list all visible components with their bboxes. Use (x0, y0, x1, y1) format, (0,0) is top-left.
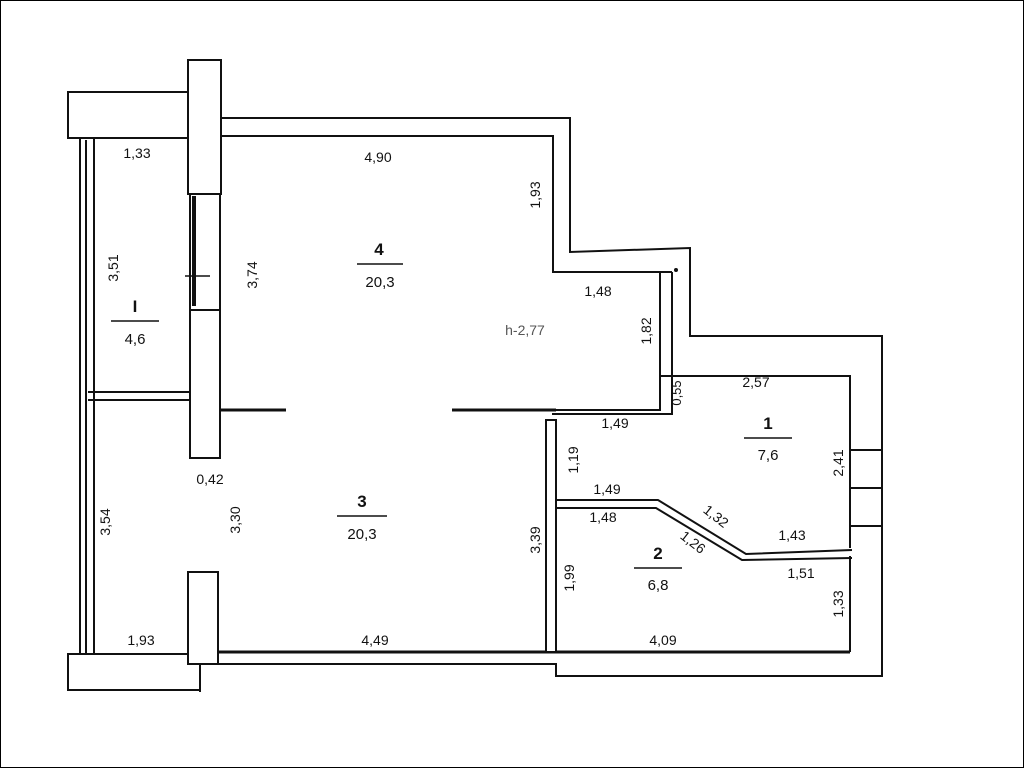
room-3-number: 3 (357, 492, 366, 511)
dim-1-51: 1,51 (787, 565, 814, 581)
dim-3-39: 3,39 (527, 526, 543, 553)
dim-1-48-top: 1,48 (584, 283, 611, 299)
corridor-wall-2 (552, 272, 673, 415)
dim-0-55: 0,55 (669, 380, 684, 405)
dim-4-09: 4,09 (649, 632, 676, 648)
room-1-area: 7,6 (758, 447, 779, 464)
top-column (187, 59, 222, 195)
wall-I-3 (189, 309, 221, 459)
wall-1-2-top (556, 499, 853, 556)
dim-1-26: 1,26 (677, 527, 708, 557)
dim-1-93-bottom: 1,93 (127, 632, 154, 648)
corridor-wall (556, 272, 661, 411)
dim-3-54: 3,54 (97, 508, 113, 535)
dim-1-19: 1,19 (565, 446, 581, 473)
right-window (850, 449, 882, 527)
dim-1-48-b: 1,48 (589, 509, 616, 525)
room-4-area: 20,3 (365, 274, 394, 291)
room-I-number: I (133, 297, 138, 316)
dim-2-41: 2,41 (830, 449, 846, 476)
marker-dot (674, 268, 678, 272)
dim-4-90: 4,90 (364, 149, 391, 165)
dim-4-49: 4,49 (361, 632, 388, 648)
room-2-area: 6,8 (648, 577, 669, 594)
bottom-left-wall-block (67, 653, 201, 691)
dim-1-43: 1,43 (778, 527, 805, 543)
outer-contour (200, 117, 883, 677)
room-labels: 4 20,3 I 4,6 3 20,3 1 7,6 2 6,8 h-2,77 (111, 240, 792, 594)
dim-1-49-a: 1,49 (601, 415, 628, 431)
room-1-walls (660, 375, 851, 548)
room-2-number: 2 (653, 544, 662, 563)
dim-1-33-right: 1,33 (830, 590, 846, 617)
bottom-column (187, 571, 219, 665)
interior-walls (88, 193, 882, 653)
room-I-area: 4,6 (125, 331, 146, 348)
room-1-number: 1 (763, 414, 772, 433)
dim-1-49-b: 1,49 (593, 481, 620, 497)
dim-3-30: 3,30 (227, 506, 243, 533)
top-left-wall-block (67, 91, 191, 139)
room-4-number: 4 (374, 240, 384, 259)
wall-1-2-bottom (556, 507, 853, 562)
dim-1-32: 1,32 (700, 501, 731, 531)
dim-1-93-top: 1,93 (527, 181, 543, 208)
dim-0-42: 0,42 (196, 471, 223, 487)
dim-2-57: 2,57 (742, 374, 769, 390)
ceiling-height: h-2,77 (505, 322, 545, 338)
dim-1-33-top: 1,33 (123, 145, 150, 161)
dim-1-99: 1,99 (561, 564, 577, 591)
outer-walls (67, 59, 883, 692)
room-3-area: 20,3 (347, 526, 376, 543)
inner-contour-top (221, 135, 672, 273)
wall-3-12 (545, 419, 557, 653)
dim-3-74: 3,74 (244, 261, 260, 288)
dim-1-82: 1,82 (638, 317, 654, 344)
dim-3-51: 3,51 (105, 254, 121, 281)
dimension-labels: 1,33 4,90 1,93 3,51 3,74 1,48 1,82 0,55 … (97, 145, 846, 648)
